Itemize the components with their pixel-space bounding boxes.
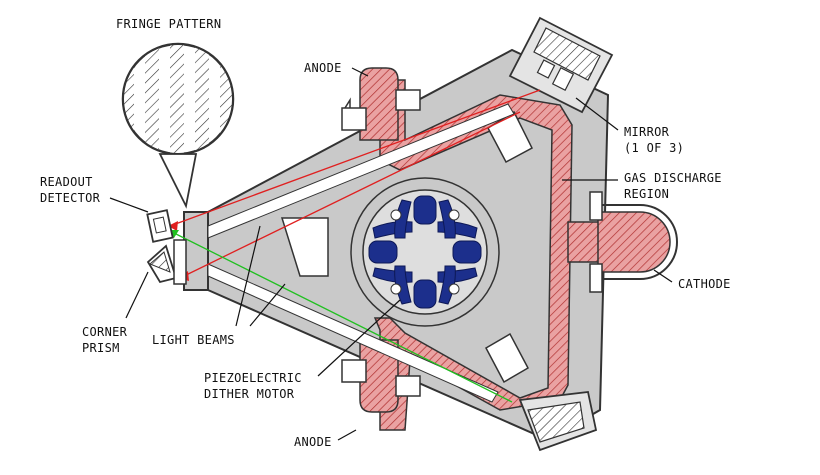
mirror-bottom-right <box>518 391 598 452</box>
label-cathode: CATHODE <box>678 277 731 291</box>
lower-bore-channel <box>207 263 499 403</box>
label-dither-motor: DITHER MOTOR <box>204 387 295 401</box>
label-mirror: MIRROR <box>624 125 670 139</box>
label-gas-discharge: GAS DISCHARGE <box>624 171 722 185</box>
upper-bore-channel <box>207 103 515 239</box>
label-prism: PRISM <box>82 341 120 355</box>
label-gas-region: REGION <box>624 187 669 201</box>
anode-bottom <box>341 339 421 413</box>
leader-lines <box>109 67 673 441</box>
label-fringe-pattern: FRINGE PATTERN <box>116 17 221 31</box>
readout-detector <box>146 209 174 243</box>
dither-motor <box>350 177 500 327</box>
mirror-top-right <box>508 16 614 114</box>
cutout-left <box>280 217 329 277</box>
label-detector: DETECTOR <box>40 191 101 205</box>
cathode <box>589 191 678 293</box>
label-piezoelectric: PIEZOELECTRIC <box>204 371 302 385</box>
corner-prism <box>146 239 187 285</box>
label-anode-top: ANODE <box>304 61 342 75</box>
label-mirror-count: (1 OF 3) <box>624 141 684 155</box>
fringe-pattern-lens <box>121 42 235 209</box>
label-anode-bottom: ANODE <box>294 435 332 449</box>
label-readout: READOUT <box>40 175 93 189</box>
label-light-beams: LIGHT BEAMS <box>152 333 235 347</box>
label-corner: CORNER <box>82 325 128 339</box>
cutout-bottom <box>485 332 529 384</box>
